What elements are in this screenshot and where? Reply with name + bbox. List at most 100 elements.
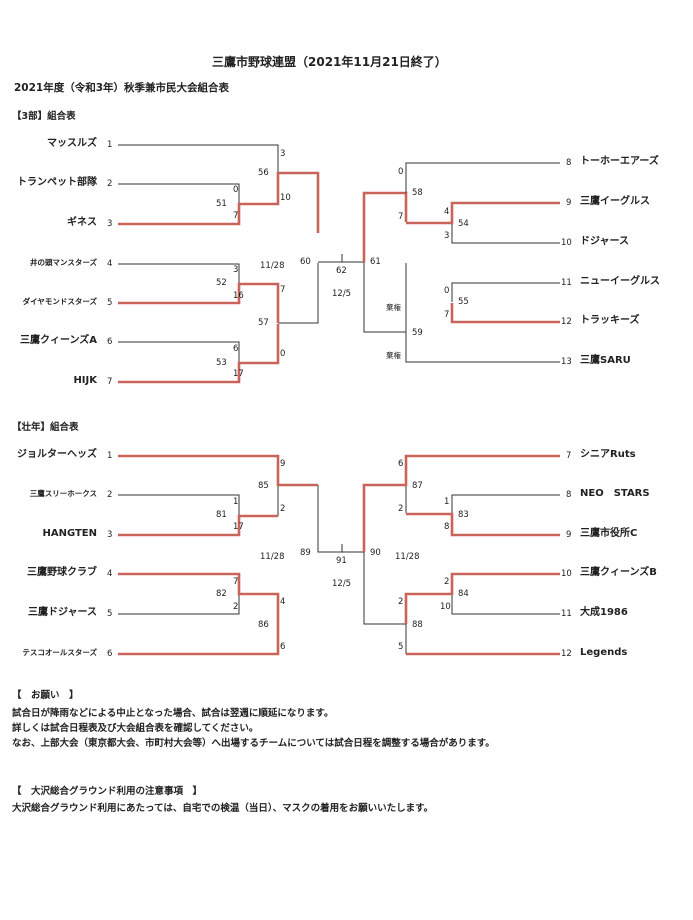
team-number: 11 (561, 278, 572, 288)
team-number: 2 (107, 490, 113, 500)
score: 2 (398, 504, 404, 514)
score: 1 (444, 497, 450, 507)
team-name: HANGTEN (42, 528, 97, 539)
team-name: ジョルターヘッズ (17, 449, 97, 460)
score: 2 (444, 577, 450, 587)
ground-line: 大沢総合グラウンド利用にあたっては、自宅での検温（当日）、マスクの着用をお願いい… (12, 803, 434, 814)
score: 7 (233, 211, 239, 221)
team-name: シニアRuts (580, 449, 636, 460)
score: 0 (280, 349, 286, 359)
game-number: 90 (370, 548, 381, 558)
score: 2 (398, 597, 404, 607)
game-number: 62 (336, 266, 347, 276)
team-name: 三鷹クィーンズA (19, 335, 97, 346)
team-name: 三鷹イーグルス (580, 196, 650, 207)
score: 6 (233, 344, 239, 354)
score: 5 (398, 642, 404, 652)
team-number: 3 (107, 219, 113, 229)
team-name: トーホーエアーズ (580, 156, 659, 167)
match-date: 12/5 (332, 289, 352, 299)
team-number: 4 (107, 569, 113, 579)
team-name: 三鷹クィーンズB (580, 567, 657, 578)
score: 10 (280, 193, 291, 203)
game-number: 84 (458, 589, 469, 599)
score: 棄権 (386, 303, 401, 312)
team-name: 三鷹スリーホークス (29, 489, 97, 498)
score: 1 (233, 497, 239, 507)
team-name: テスコオールスターズ (22, 648, 97, 657)
score: 3 (444, 231, 450, 241)
score: 0 (233, 185, 239, 195)
team-number: 9 (566, 530, 572, 540)
team-number: 5 (107, 609, 113, 619)
team-number: 1 (107, 140, 113, 150)
team-number: 9 (566, 198, 572, 208)
game-number: 52 (216, 278, 227, 288)
game-number: 56 (258, 168, 269, 178)
score: 0 (444, 286, 450, 296)
team-name: ニューイーグルス (580, 276, 660, 287)
team-number: 13 (561, 357, 572, 367)
team-name: 三鷹野球クラブ (27, 567, 97, 578)
game-number: 87 (412, 481, 423, 491)
page-title: 三鷹市野球連盟（2021年11月21日終了） (212, 55, 447, 69)
game-number: 85 (258, 481, 269, 491)
game-number: 89 (300, 548, 311, 558)
team-number: 6 (107, 337, 113, 347)
score: 7 (280, 285, 286, 295)
team-name: 井の頭マンスターズ (30, 258, 97, 267)
score: 17 (233, 522, 244, 532)
game-number: 60 (300, 257, 311, 267)
page-subtitle: 2021年度（令和3年）秋季兼市民大会組合表 (14, 82, 230, 94)
team-name: トラッキーズ (580, 315, 640, 326)
team-number: 10 (561, 238, 572, 248)
request-line: なお、上部大会（東京都大会、市町村大会等）へ出場するチームについては試合日程を調… (12, 738, 495, 749)
team-number: 5 (107, 298, 113, 308)
senior-heading: 【壮年】組合表 (12, 422, 79, 433)
request-heading: 【 お願い 】 (12, 690, 79, 701)
team-name: マッスルズ (47, 138, 97, 149)
team-name: HIJK (73, 375, 97, 386)
team-name: Legends (580, 647, 628, 658)
score: 4 (280, 597, 286, 607)
team-number: 8 (566, 490, 572, 500)
score: 6 (280, 642, 286, 652)
game-number: 88 (412, 620, 423, 630)
team-number: 8 (566, 158, 572, 168)
team-name: 三鷹ドジャース (28, 607, 97, 618)
team-number: 7 (107, 377, 113, 387)
score: 9 (280, 459, 286, 469)
game-number: 51 (216, 199, 227, 209)
game-number: 81 (216, 510, 227, 520)
match-date: 11/28 (260, 552, 285, 562)
ground-heading: 【 大沢総合グラウンド利用の注意事項 】 (12, 786, 203, 797)
team-name: 大成1986 (580, 607, 628, 618)
team-number: 3 (107, 530, 113, 540)
team-number: 7 (566, 451, 572, 461)
score: 2 (233, 602, 239, 612)
team-number: 12 (561, 317, 572, 327)
request-line: 試合日が降雨などによる中止となった場合、試合は翌週に順延になります。 (12, 708, 334, 719)
game-number: 91 (336, 556, 347, 566)
team-number: 4 (107, 259, 113, 269)
game-number: 53 (216, 358, 227, 368)
score: 10 (440, 602, 451, 612)
game-number: 83 (458, 510, 469, 520)
match-date: 11/28 (260, 261, 285, 271)
score: 0 (398, 167, 404, 177)
game-number: 57 (258, 318, 269, 328)
team-number: 12 (561, 649, 572, 659)
score: 3 (280, 149, 286, 159)
score: 7 (444, 310, 450, 320)
team-name: ドジャース (580, 236, 629, 247)
score: 6 (398, 459, 404, 469)
score: 17 (233, 369, 244, 379)
score: 2 (280, 504, 286, 514)
match-date: 12/5 (332, 579, 352, 589)
team-name: 三鷹SARU (580, 355, 631, 366)
team-name: ダイヤモンドスターズ (22, 297, 97, 306)
score: 3 (233, 265, 239, 275)
game-number: 55 (458, 297, 469, 307)
